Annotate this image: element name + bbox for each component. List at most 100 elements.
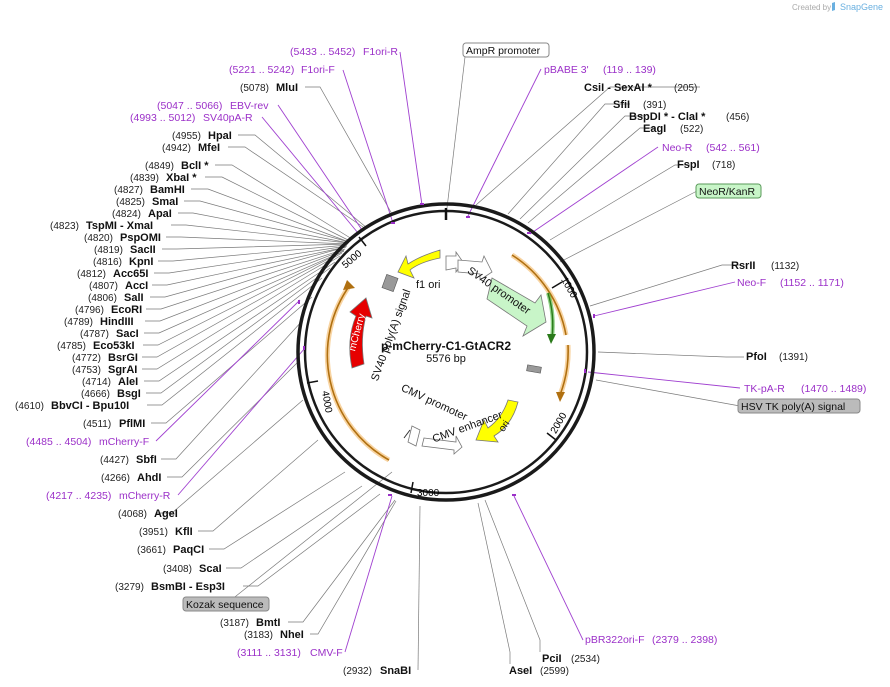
enzyme-name: EcoRI xyxy=(111,304,142,316)
enzyme-name: AccI xyxy=(125,280,148,292)
hsv-tk-label: HSV TK poly(A) signal xyxy=(741,401,845,413)
enzyme-position: (3183) xyxy=(244,630,273,641)
enzyme-name: XbaI * xyxy=(166,172,197,184)
tick-4000 xyxy=(306,380,319,384)
primer-name: SV40pA-R xyxy=(203,112,253,124)
enzyme-position: (3187) xyxy=(220,618,249,629)
neor-label: NeoR/KanR xyxy=(699,186,755,198)
enzyme-name: BmtI xyxy=(256,617,280,629)
primer-range: (5047 .. 5066) xyxy=(157,100,222,112)
enzyme-position: (4823) xyxy=(50,221,79,232)
primer-range: (4993 .. 5012) xyxy=(130,112,195,124)
enzyme-position: (4827) xyxy=(114,185,143,196)
primer-range: (1152 .. 1171) xyxy=(780,277,844,289)
plasmid-name: p-mCherry-C1-GtACR2 xyxy=(381,339,511,353)
enzyme-position: (4839) xyxy=(130,173,159,184)
f1-ori-arrow xyxy=(397,249,441,279)
boxed-features: AmpR promoter NeoR/KanR HSV TK poly(A) s… xyxy=(182,42,861,612)
enzyme-name: SnaBI xyxy=(380,665,411,677)
sv40-promoter-arrow xyxy=(457,254,493,281)
kozak-box-label xyxy=(182,596,270,612)
primer-range: (2379 .. 2398) xyxy=(652,634,717,646)
enzyme-name: BbvCI - Bpu10I xyxy=(51,400,129,412)
enzyme-position: (2534) xyxy=(571,654,600,665)
enzyme-position: (4785) xyxy=(57,341,86,352)
scale-label-5000: 5000 xyxy=(340,248,364,271)
plasmid-title: p-mCherry-C1-GtACR2 5576 bp xyxy=(381,339,511,365)
primer-leaders xyxy=(155,51,741,653)
enzyme-name: TspMI - XmaI xyxy=(86,220,153,232)
enzyme-position: (4789) xyxy=(64,317,93,328)
neor-box xyxy=(695,183,762,199)
tick-2000 xyxy=(546,432,557,441)
enzyme-name: PfoI xyxy=(746,351,767,363)
enzymes-left: (5078) MluI (4955) HpaI (4942) MfeI (484… xyxy=(15,82,411,677)
mcherry-arrow xyxy=(349,297,373,369)
enzyme-name: ApaI xyxy=(148,208,172,220)
enzyme-name: BamHI xyxy=(150,184,185,196)
enzyme-name: HpaI xyxy=(208,130,232,142)
inner-features xyxy=(349,249,547,455)
primer-range: (5433 .. 5452) xyxy=(290,46,355,58)
enzyme-position: (3951) xyxy=(139,527,168,538)
enzyme-name: FspI xyxy=(677,159,700,171)
enzyme-position: (2932) xyxy=(343,666,372,677)
enzyme-position: (4068) xyxy=(118,509,147,520)
enzyme-position: (5078) xyxy=(240,83,269,94)
enzyme-position: (4806) xyxy=(88,293,117,304)
ori-label: ori xyxy=(497,419,512,434)
enzyme-name: KpnI xyxy=(129,256,153,268)
enzyme-name: RsrII xyxy=(731,260,755,272)
primer-name: TK-pA-R xyxy=(744,383,785,395)
enzyme-position: (4772) xyxy=(72,353,101,364)
enzyme-name: SalI xyxy=(124,292,144,304)
primer-range: (119 .. 139) xyxy=(603,64,656,76)
scale-label-3000: 3000 xyxy=(417,488,440,499)
enzyme-position: (4753) xyxy=(72,365,101,376)
enzyme-position: (4955) xyxy=(172,131,201,142)
primer-range: (3111 .. 3131) xyxy=(237,647,301,659)
enzyme-name: Acc65I xyxy=(113,268,148,280)
kozak-box xyxy=(381,273,399,293)
mcherry-label: mCherry xyxy=(347,312,368,352)
enzyme-position: (522) xyxy=(680,124,703,135)
enzyme-position: (1391) xyxy=(779,352,808,363)
enzyme-position: (205) xyxy=(674,83,697,94)
enzyme-position: (4266) xyxy=(101,473,130,484)
ori-arrow xyxy=(475,399,519,443)
primer-marks xyxy=(298,203,595,496)
enzyme-leaders xyxy=(142,56,744,671)
primer-range: (542 .. 561) xyxy=(706,142,760,154)
neor-arrow xyxy=(486,277,547,337)
enzyme-position: (4942) xyxy=(162,143,191,154)
enzyme-position: (391) xyxy=(643,100,666,111)
kozak-label: Kozak sequence xyxy=(186,599,264,611)
credit-brand: SnapGene xyxy=(840,2,883,12)
enzyme-name: PciI xyxy=(542,653,562,665)
enzyme-name: BspDI * - ClaI * xyxy=(629,111,706,123)
enzyme-name: SmaI xyxy=(152,196,178,208)
ampr-box xyxy=(462,42,550,58)
enzyme-name: EagI xyxy=(643,123,666,135)
sv40-promoter-label: SV40 promoter xyxy=(465,265,533,317)
enzyme-position: (4666) xyxy=(81,389,110,400)
enzyme-position: (4816) xyxy=(93,257,122,268)
outer-feature-arcs xyxy=(324,252,571,463)
enzyme-position: (4812) xyxy=(77,269,106,280)
enzyme-name: SbfI xyxy=(136,454,157,466)
primer-name: pBR322ori-F xyxy=(585,634,645,646)
enzyme-name: AseI xyxy=(509,665,532,677)
primer-name: mCherry-F xyxy=(99,436,149,448)
enzyme-name: SacII xyxy=(130,244,156,256)
enzyme-position: (4819) xyxy=(94,245,123,256)
snapgene-credit: Created by SnapGene xyxy=(792,2,883,12)
enzyme-name: NheI xyxy=(280,629,304,641)
enzyme-position: (1132) xyxy=(771,261,799,272)
enzyme-name: MluI xyxy=(276,82,298,94)
enzyme-position: (4796) xyxy=(75,305,104,316)
enzyme-name: BclI * xyxy=(181,160,209,172)
enzyme-position: (4849) xyxy=(145,161,174,172)
enzyme-name: BsgI xyxy=(117,388,141,400)
primer-range: (1470 .. 1489) xyxy=(801,383,866,395)
